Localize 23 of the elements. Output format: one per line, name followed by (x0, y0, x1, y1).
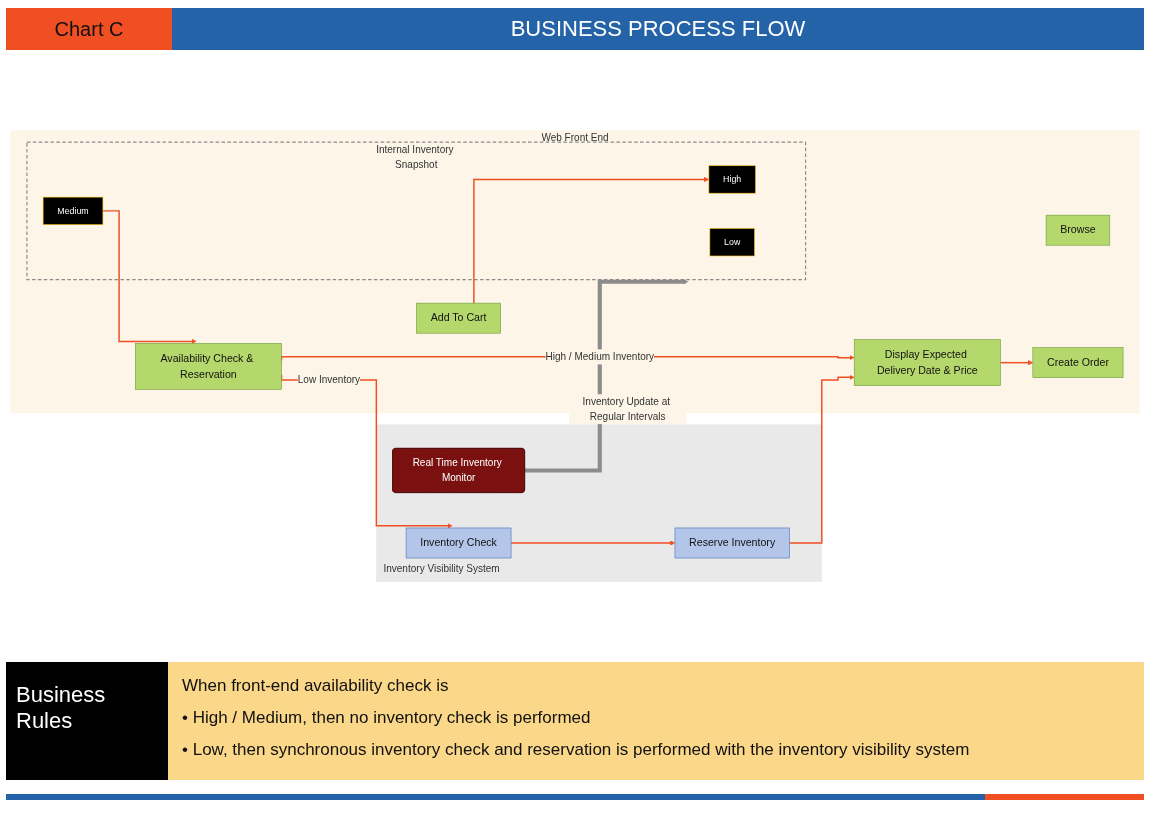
node-box: High (708, 165, 756, 194)
node-box: Availability Check & Reservation (135, 343, 282, 390)
node-box: Browse (1045, 214, 1111, 246)
arrow (473, 176, 710, 304)
arrow (788, 374, 855, 544)
arrow (999, 360, 1034, 366)
rule-intro: When front-end availability check is (182, 676, 450, 696)
node-box: Create Order (1032, 347, 1124, 378)
node-box: Inventory Check (405, 527, 512, 559)
node-box: Medium (42, 196, 104, 225)
chart-tag: Chart C (6, 8, 172, 50)
arrow (510, 540, 676, 546)
title-banner: BUSINESS PROCESS FLOW (172, 8, 1144, 50)
edge-label: High / Medium Inventory (545, 351, 655, 363)
rules-heading: Business Rules (6, 662, 168, 780)
node-box: Reserve Inventory (674, 527, 790, 559)
node-box: Low (709, 228, 755, 257)
node-box: Add To Cart (416, 302, 501, 334)
rule-item: • Low, then synchronous inventory check and reservation is performed with the inventory visibility system (182, 740, 971, 760)
arrow (102, 210, 197, 344)
node-box: Display Expected Delivery Date & Price (853, 339, 1001, 386)
edge-label: Low Inventory (297, 374, 361, 386)
rule-item: • High / Medium, then no inventory check is performed (182, 708, 592, 728)
